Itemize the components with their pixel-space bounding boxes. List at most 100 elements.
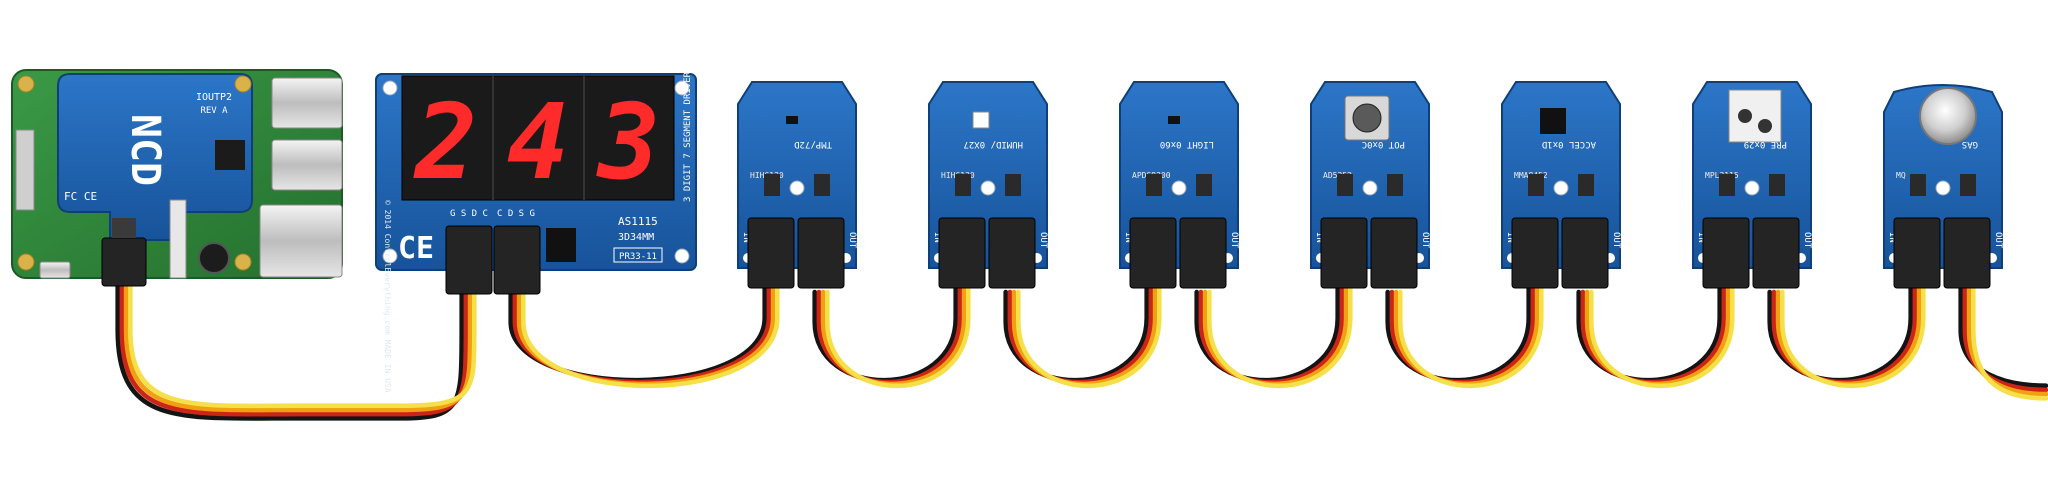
pin-header	[1769, 174, 1785, 196]
ce-logo: CE	[398, 231, 434, 266]
in-label: IN	[741, 232, 751, 243]
ethernet-port	[259, 204, 343, 278]
pin-header	[955, 174, 971, 196]
mount-hole	[17, 75, 35, 93]
driver-chip	[546, 228, 576, 262]
pin-header	[1146, 174, 1162, 196]
out-label: OUT	[847, 232, 857, 249]
gas-sensor-icon	[1919, 87, 1977, 145]
wire	[1962, 285, 2048, 393]
mount-hole	[1744, 180, 1760, 196]
ribbon-cable	[1767, 285, 1926, 389]
sensor-part-label: MQ	[1896, 171, 1906, 180]
ribbon-cable-hub-to-display	[115, 283, 477, 421]
usb-port-top	[271, 77, 343, 129]
pin-header	[814, 174, 830, 196]
in-label: IN	[1123, 232, 1133, 243]
sensor-port	[1758, 119, 1772, 133]
out-label: OUT	[1420, 232, 1430, 249]
sensor-module: PRE 0x29MPL3115INOUT	[1692, 81, 1812, 289]
sensor-address-label: PRE 0x29	[1744, 139, 1787, 149]
wire-harness	[115, 283, 2048, 421]
out-label: OUT	[1993, 232, 2003, 249]
sensor-module: TMP/72DHIH6130INOUT	[737, 81, 857, 289]
wire	[1966, 285, 2048, 397]
out-connector	[1179, 217, 1227, 289]
ribbon-cable-trailing	[1958, 285, 2048, 401]
in-label: IN	[1696, 232, 1706, 243]
sensor-module: ACCEL 0x1DMMA8452INOUT	[1501, 81, 1621, 289]
board-title: 3 DIGIT 7 SEGMENT DRIVER	[683, 71, 693, 202]
pin-header	[1578, 174, 1594, 196]
hub-rev-label: REV A	[200, 106, 228, 116]
sensor-address-label: POT 0x0C	[1362, 139, 1405, 149]
hub-chip	[215, 140, 245, 170]
mount-hole	[234, 75, 252, 93]
sensor-address-label: GAS	[1962, 139, 1978, 149]
mount-hole	[382, 80, 398, 96]
ribbon-cable	[508, 285, 780, 389]
display-panel	[401, 75, 675, 201]
out-label: OUT	[1229, 232, 1239, 249]
digit-2: 4	[507, 81, 570, 203]
hub-pin-header	[112, 218, 136, 238]
wire	[1207, 285, 1353, 389]
in-label: IN	[1314, 232, 1324, 243]
sensor-module: POT 0x0CAD5252INOUT	[1310, 81, 1430, 289]
sensor-module: LIGHT 0x60APDS9300INOUT	[1119, 81, 1239, 289]
digit-3: 3	[596, 81, 661, 203]
mount-hole	[1553, 180, 1569, 196]
wire	[1589, 285, 1735, 389]
pin-labels-left: G S D C	[450, 209, 488, 219]
out-connector	[1561, 217, 1609, 289]
wire	[123, 283, 473, 413]
wire	[1398, 285, 1544, 389]
out-connector	[797, 217, 845, 289]
in-label: IN	[1505, 232, 1515, 243]
pin-labels-right: C D S G	[497, 209, 535, 219]
mount-hole	[1362, 180, 1378, 196]
display-in-connector	[445, 225, 493, 295]
wire	[119, 283, 469, 417]
accelerometer-chip	[1540, 108, 1566, 134]
hub-header-label: IOUTP2	[196, 92, 232, 103]
mount-hole	[980, 180, 996, 196]
sensor-address-label: TMP/72D	[794, 139, 832, 149]
part-label: 3D34MM	[618, 232, 654, 243]
pressure-sensor	[1728, 89, 1782, 143]
sensor-address-label: ACCEL 0x1D	[1542, 139, 1596, 149]
wire	[825, 285, 971, 389]
sensor-port	[1738, 109, 1752, 123]
micro-usb-port	[39, 261, 71, 279]
in-connector	[1320, 217, 1368, 289]
usb-port-bottom	[271, 139, 343, 191]
wire	[1971, 285, 2048, 401]
pin-header	[1337, 174, 1353, 196]
out-connector	[1752, 217, 1800, 289]
camera-connector	[169, 199, 187, 279]
sensor-address-label: LIGHT 0x60	[1160, 139, 1214, 149]
in-label: IN	[1887, 232, 1897, 243]
mount-hole	[674, 80, 690, 96]
in-connector	[1702, 217, 1750, 289]
mount-hole	[1935, 180, 1951, 196]
code-box	[613, 247, 663, 263]
mount-hole	[17, 253, 35, 271]
pin-header	[1910, 174, 1926, 196]
pin-header	[1005, 174, 1021, 196]
in-connector	[938, 217, 986, 289]
sensor-address-label: HUMID/ 0X27	[963, 139, 1023, 149]
board-footer-text: © 2014 ControlEverything.com MADE IN USA	[383, 200, 392, 393]
wire	[1016, 285, 1162, 389]
out-label: OUT	[1038, 232, 1048, 249]
hub-output-connector	[101, 237, 147, 287]
wire	[521, 285, 780, 389]
digit-1: 2	[413, 81, 478, 203]
in-connector	[1129, 217, 1177, 289]
ribbon-cable	[1194, 285, 1353, 389]
wire	[1780, 285, 1926, 389]
pin-header	[1719, 174, 1735, 196]
sd-slot	[15, 129, 35, 211]
hub-brand-logo: NCD	[122, 114, 168, 186]
mount-hole	[1171, 180, 1187, 196]
